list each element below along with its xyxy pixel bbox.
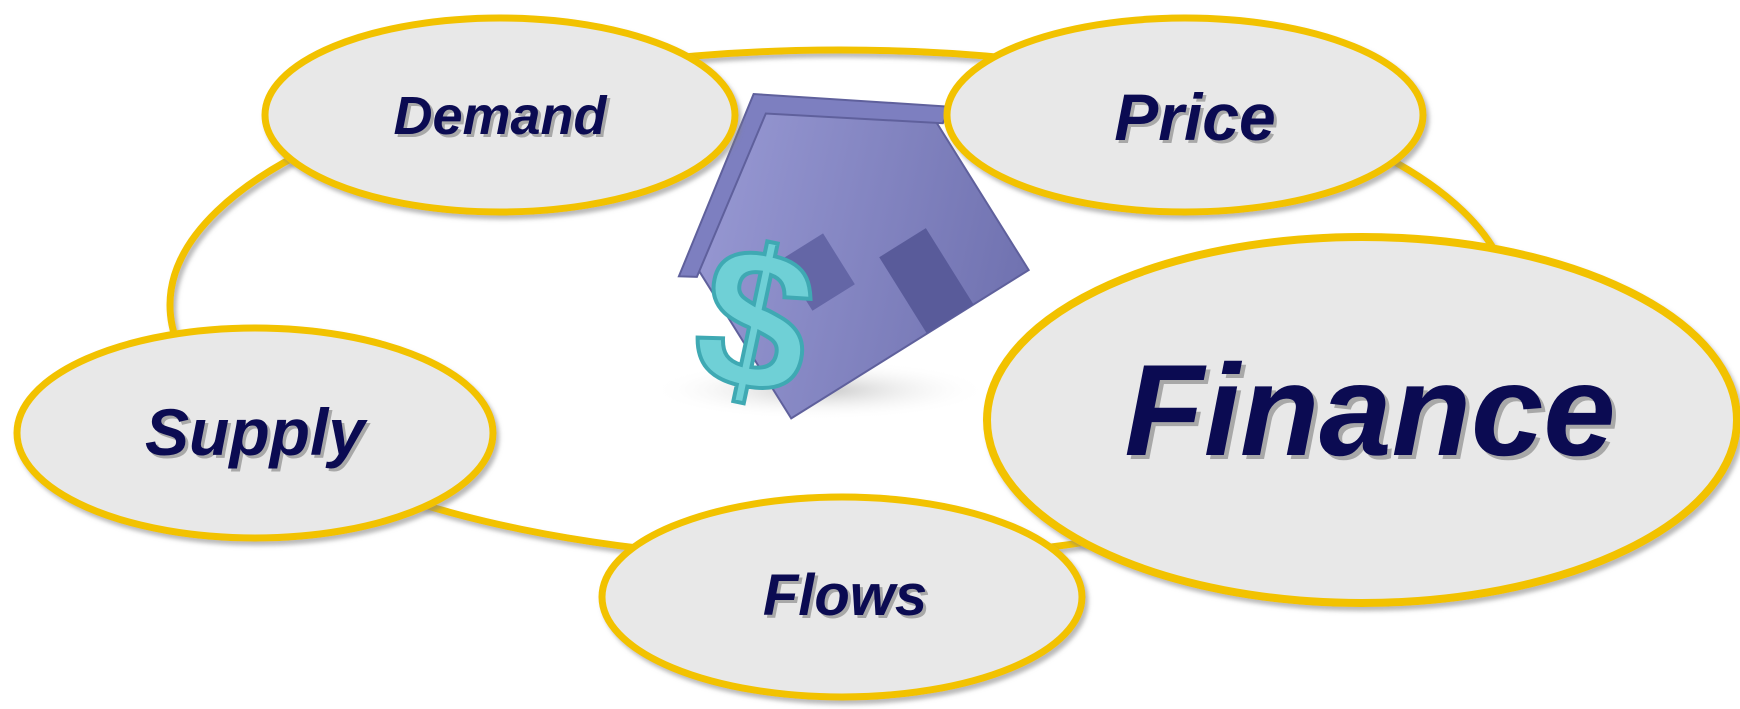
node-flows-label: Flows — [763, 563, 927, 628]
node-finance: Finance — [987, 237, 1737, 603]
node-finance-label: Finance — [1124, 337, 1615, 483]
node-price: Price — [947, 18, 1423, 212]
node-flows: Flows — [602, 497, 1082, 697]
node-supply-label: Supply — [145, 395, 368, 469]
node-demand-label: Demand — [393, 86, 607, 146]
node-supply: Supply — [17, 328, 493, 538]
node-price-label: Price — [1114, 80, 1275, 154]
node-demand: Demand — [265, 18, 735, 212]
